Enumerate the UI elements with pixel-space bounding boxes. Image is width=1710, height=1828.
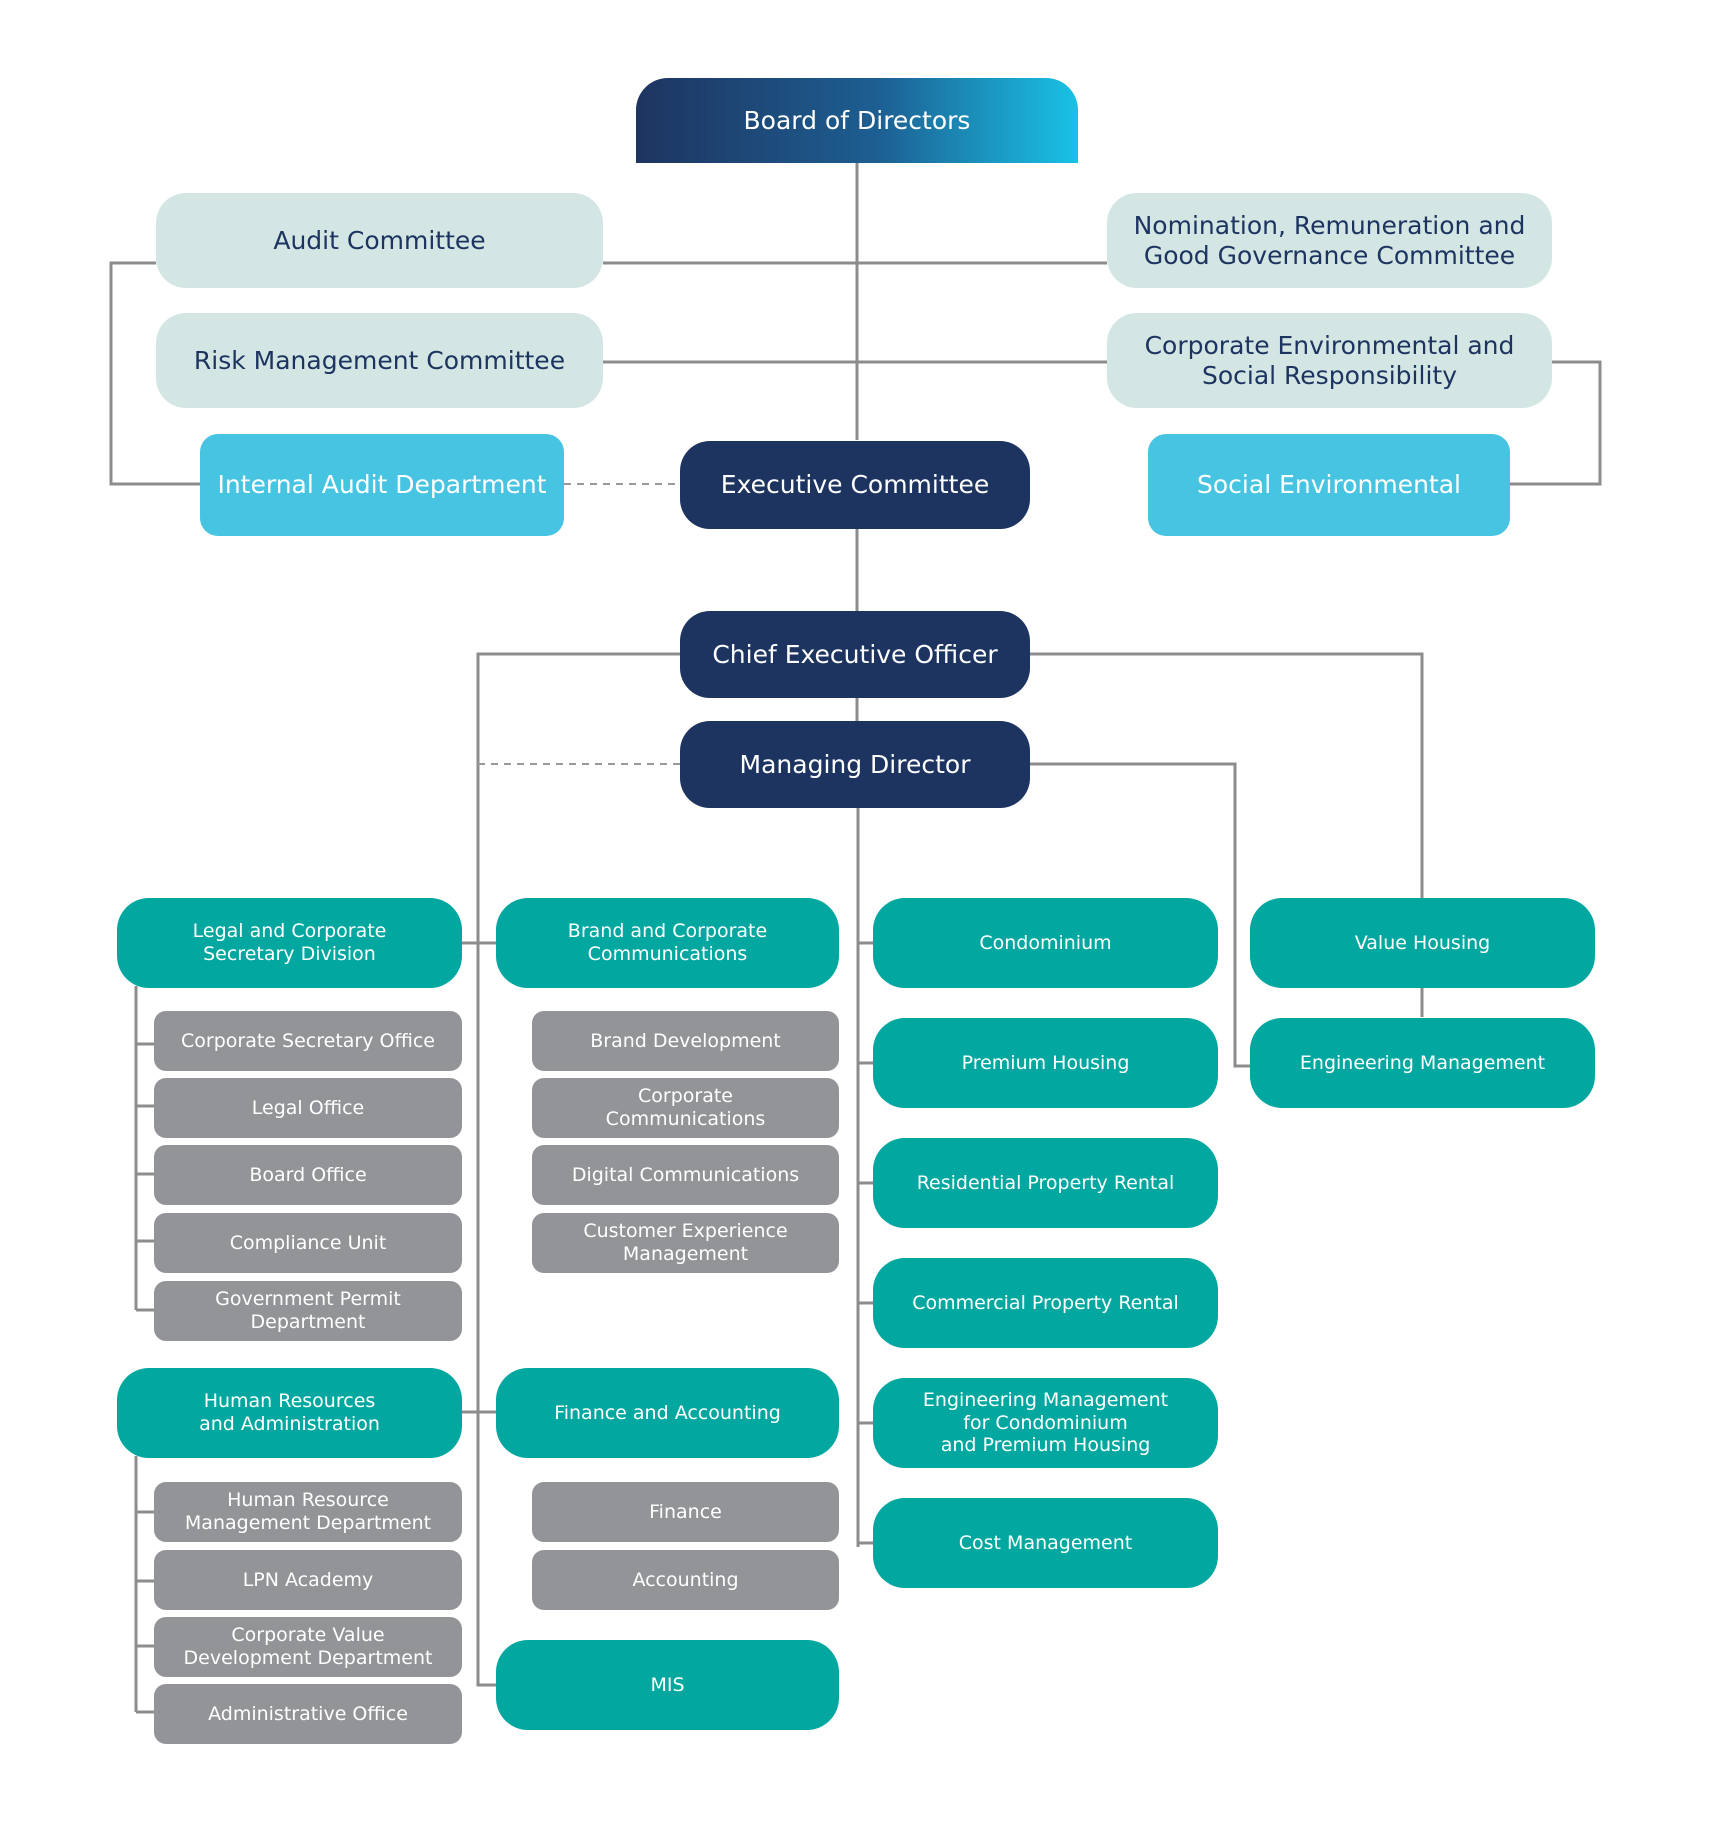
bu-condominium: Condominium	[873, 898, 1218, 988]
unit-compliance-unit: Compliance Unit	[154, 1213, 462, 1273]
unit-corporate-secretary-office: Corporate Secretary Office	[154, 1011, 462, 1071]
unit-administrative-office: Administrative Office	[154, 1684, 462, 1744]
board-of-directors: Board of Directors	[636, 78, 1078, 163]
unit-corporate-communications: Corporate Communications	[532, 1078, 839, 1138]
csr-committee: Corporate Environmental and Social Respo…	[1107, 313, 1552, 408]
executive-committee: Executive Committee	[680, 441, 1030, 529]
brand-corporate-communications: Brand and Corporate Communications	[496, 898, 839, 988]
bu-engineering-management-condominium: Engineering Management for Condominium a…	[873, 1378, 1218, 1468]
bu-premium-housing: Premium Housing	[873, 1018, 1218, 1108]
unit-lpn-academy: LPN Academy	[154, 1550, 462, 1610]
unit-hr-management-department: Human Resource Management Department	[154, 1482, 462, 1542]
nomination-committee: Nomination, Remuneration and Good Govern…	[1107, 193, 1552, 288]
bu-commercial-property-rental: Commercial Property Rental	[873, 1258, 1218, 1348]
human-resources-administration: Human Resources and Administration	[117, 1368, 462, 1458]
unit-customer-experience-management: Customer Experience Management	[532, 1213, 839, 1273]
managing-director: Managing Director	[680, 721, 1030, 808]
unit-board-office: Board Office	[154, 1145, 462, 1205]
chief-executive-officer: Chief Executive Officer	[680, 611, 1030, 698]
unit-brand-development: Brand Development	[532, 1011, 839, 1071]
social-environmental: Social Environmental	[1148, 434, 1510, 536]
risk-management-committee: Risk Management Committee	[156, 313, 603, 408]
finance-and-accounting: Finance and Accounting	[496, 1368, 839, 1458]
bu-residential-property-rental: Residential Property Rental	[873, 1138, 1218, 1228]
audit-committee: Audit Committee	[156, 193, 603, 288]
value-housing: Value Housing	[1250, 898, 1595, 988]
unit-accounting: Accounting	[532, 1550, 839, 1610]
internal-audit-department: Internal Audit Department	[200, 434, 564, 536]
unit-legal-office: Legal Office	[154, 1078, 462, 1138]
mis: MIS	[496, 1640, 839, 1730]
unit-corporate-value-development: Corporate Value Development Department	[154, 1617, 462, 1677]
engineering-management: Engineering Management	[1250, 1018, 1595, 1108]
bu-cost-management: Cost Management	[873, 1498, 1218, 1588]
unit-digital-communications: Digital Communications	[532, 1145, 839, 1205]
legal-corporate-secretary-division: Legal and Corporate Secretary Division	[117, 898, 462, 988]
unit-government-permit-department: Government Permit Department	[154, 1281, 462, 1341]
unit-finance: Finance	[532, 1482, 839, 1542]
